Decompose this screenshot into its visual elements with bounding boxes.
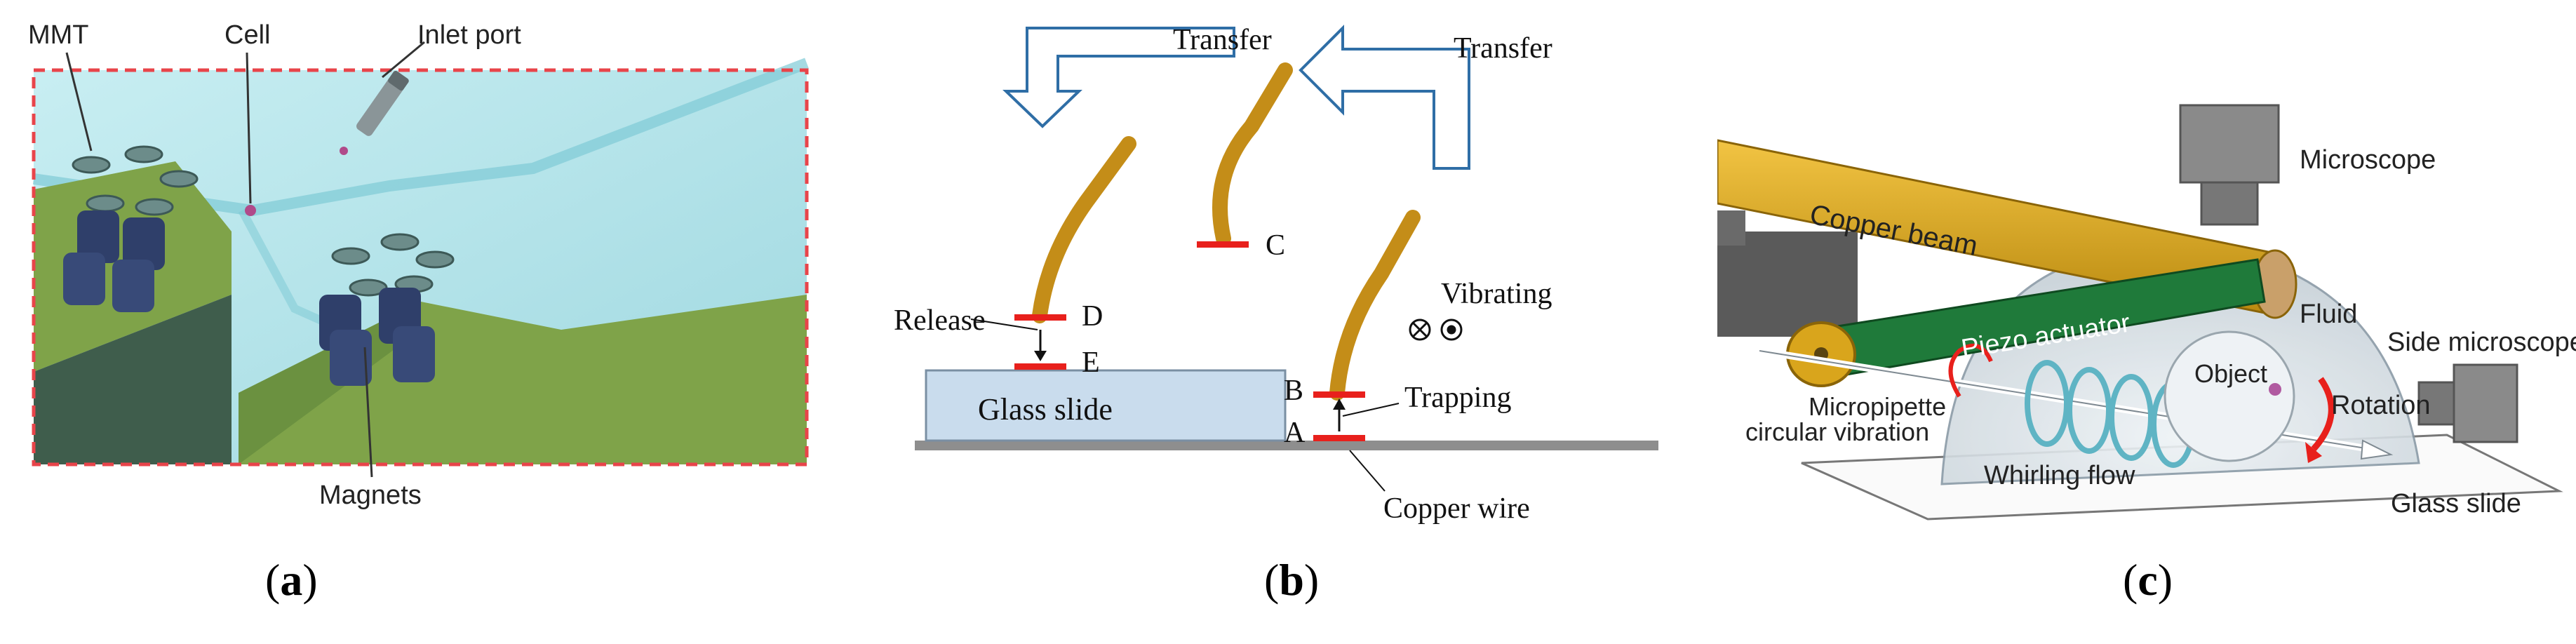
base-block [1717, 232, 1858, 337]
panel-a-illustration: MMT Cell Inlet port Magnets [28, 20, 809, 510]
glass-slide [925, 369, 1287, 442]
micropipette-tip [2360, 439, 2394, 460]
leader-lines [65, 41, 425, 478]
rotation-arrow [2311, 377, 2335, 452]
inlet-port [356, 70, 409, 136]
label-c: C [1266, 229, 1285, 262]
label-mmt: MMT [28, 20, 89, 50]
label-inlet-port: Inlet port [417, 20, 521, 50]
label-trapping: Trapping [1404, 382, 1511, 414]
panel-c-illustration: Microscope Copper beam Fluid Piezo actua… [1716, 104, 2576, 521]
panel-a: MMT Cell Inlet port Magnets (a) [0, 0, 859, 644]
label-fluid: Fluid [2300, 300, 2357, 329]
caption-c: (c) [2123, 555, 2173, 605]
object-sphere [2164, 330, 2295, 462]
label-side-microscope: Side microscope [2387, 328, 2576, 357]
trapping-leader [1342, 403, 1400, 417]
label-transfer-left: Transfer [1173, 24, 1272, 56]
label-e: E [1082, 347, 1100, 379]
caption-b: (b) [1264, 555, 1320, 605]
rotation-arrowhead [2305, 442, 2322, 463]
transfer-arrow-right [1299, 25, 1470, 170]
base-block-top [1717, 210, 1745, 246]
release-leader [970, 318, 1038, 330]
trapping-arrowhead [1333, 398, 1346, 410]
label-object: Object [2194, 359, 2267, 388]
label-micropipette: Micropipette [1809, 392, 1946, 421]
cell [245, 205, 256, 216]
label-glass-slide: Glass slide [978, 392, 1113, 427]
label-a: A [1284, 417, 1306, 449]
label-release: Release [894, 304, 986, 337]
micropipette-de [1032, 136, 1136, 323]
panel-c: Microscope Copper beam Fluid Piezo actua… [1716, 0, 2576, 644]
label-whirling-flow: Whirling flow [1984, 461, 2135, 490]
micropipette-ab [1329, 210, 1421, 401]
left-platform-side [34, 295, 232, 464]
label-d: D [1082, 300, 1103, 333]
label-glass-slide-c: Glass slide [2391, 489, 2521, 518]
caption-a: (a) [265, 555, 318, 605]
circular-vibration-arrow [1948, 343, 1993, 398]
label-transfer-right: Transfer [1454, 32, 1552, 65]
microscope [2179, 104, 2280, 226]
label-magnets: Magnets [319, 481, 422, 510]
release-arrowhead [1034, 351, 1047, 361]
panel-b: Glass slide [859, 0, 1717, 644]
copper-wire-base [915, 441, 1658, 450]
label-copper-wire: Copper wire [1383, 492, 1530, 525]
cell-inlet [340, 147, 348, 155]
vibrating-symbols [1409, 318, 1463, 341]
label-circular-vibration: circular vibration [1745, 417, 1929, 446]
dashed-border [32, 68, 809, 467]
label-rotation: Rotation [2331, 391, 2431, 420]
right-platform-side [239, 302, 421, 464]
position-markers [1014, 241, 1365, 441]
mmt-left [72, 145, 199, 216]
label-cell: Cell [224, 20, 270, 50]
side-microscope [2417, 363, 2518, 443]
magnets-left [63, 210, 165, 312]
label-vibrating: Vibrating [1441, 278, 1552, 310]
label-b: B [1284, 375, 1303, 407]
micropipette-c [1212, 62, 1293, 246]
transfer-arrow-left [1002, 27, 1235, 128]
panel-b-illustration: Glass slide [894, 24, 1658, 525]
copper-wire-leader [1349, 450, 1386, 492]
object-spot [2269, 383, 2281, 396]
magnets-right [319, 288, 435, 386]
label-microscope: Microscope [2300, 145, 2436, 175]
